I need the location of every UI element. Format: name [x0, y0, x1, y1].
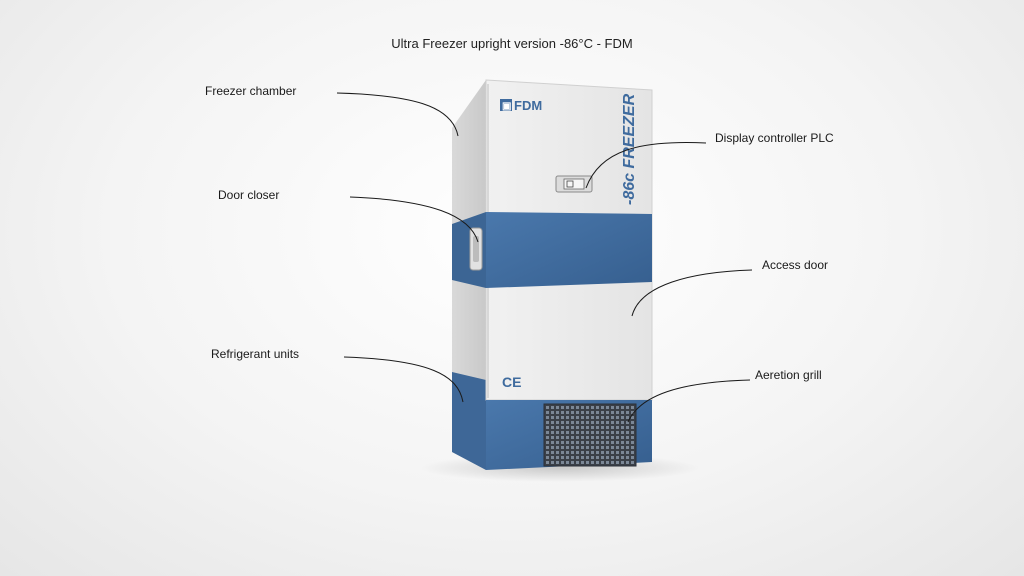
leader-display — [585, 142, 707, 189]
leader-aeretion — [627, 379, 751, 423]
leader-access-door — [631, 269, 753, 317]
door-blue-band — [486, 212, 652, 288]
label-access-door: Access door — [762, 258, 829, 272]
brand-text: FDM — [514, 98, 542, 113]
aeretion-grill — [543, 403, 637, 467]
leader-freezer-chamber — [336, 92, 459, 137]
leader-refrigerant — [343, 356, 464, 403]
fdm-logo: ▣ FDM — [500, 98, 542, 113]
label-aeretion-grill: Aeretion grill — [755, 368, 822, 382]
side-base-blue — [452, 372, 486, 470]
leader-lines — [336, 92, 753, 423]
ce-mark: CE — [502, 374, 521, 390]
leader-door-closer — [349, 196, 479, 243]
label-door-closer: Door closer — [218, 188, 280, 202]
label-refrigerant-units: Refrigerant units — [211, 347, 300, 361]
diagram-title: Ultra Freezer upright version -86°C - FD… — [391, 36, 633, 51]
label-freezer-chamber: Freezer chamber — [205, 84, 297, 98]
svg-text:▣: ▣ — [502, 101, 511, 112]
label-display-controller: Display controller PLC — [715, 131, 834, 145]
